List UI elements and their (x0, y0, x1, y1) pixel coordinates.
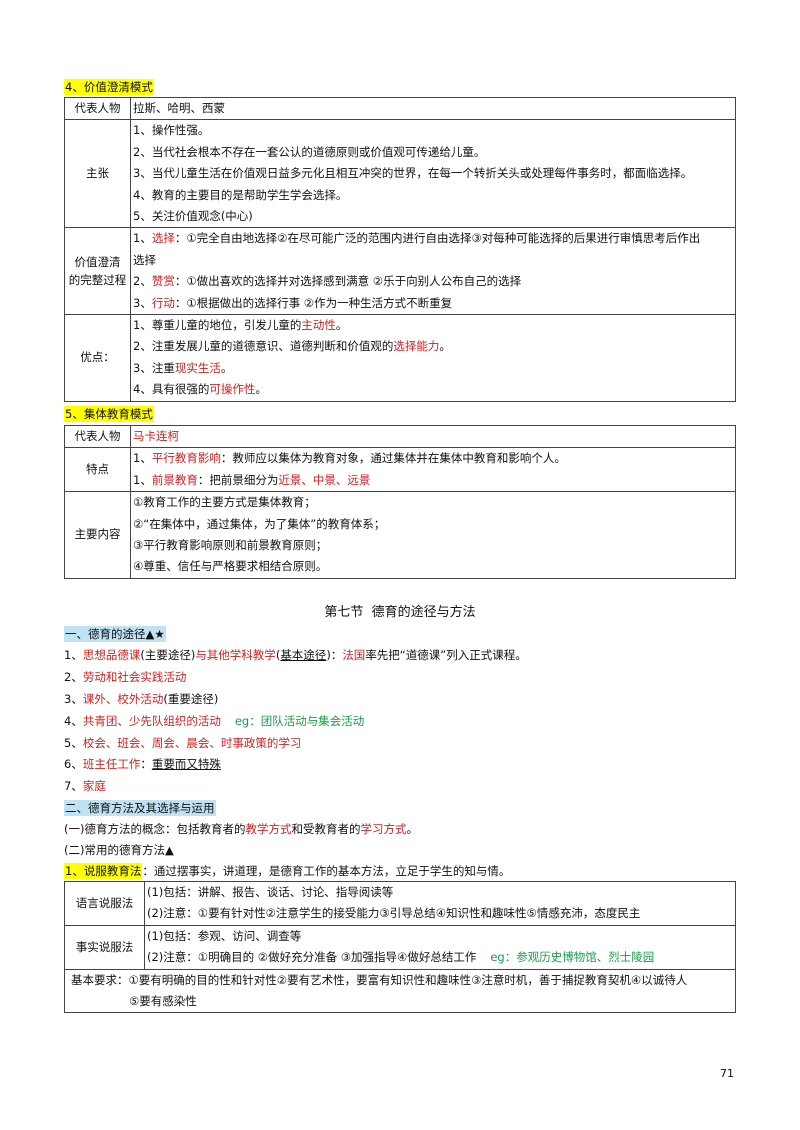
content-cell: ①教育工作的主要方式是集体教育； ②“在集体中，通过集体，为了集体”的教育体系；… (130, 491, 736, 579)
list-item: 6、班主任工作：重要而又特殊 (64, 757, 221, 771)
list-item: 2、注重发展儿童的道德意识、道德判断和价值观的选择能力。 (133, 339, 451, 354)
list-item: ③平行教育影响原则和前景教育原则； (133, 538, 328, 553)
list-item: ④尊重、信任与严格要求相结合原则。 (133, 559, 328, 574)
rep-label: 代表人物 (64, 424, 131, 449)
list-item: ①教育工作的主要方式是集体教育； (133, 495, 316, 510)
rep-value: 拉斯、哈明、西蒙 (130, 96, 736, 121)
persuasion-table: 语言说服法 (1)包括：讲解、报告、谈话、讨论、指导阅读等 (2)注意：①要有针… (64, 881, 736, 1014)
list-item: 选择 (133, 252, 156, 267)
table-row: 基本要求：①要有明确的目的性和针对性②要有艺术性，要富有知识性和趣味性③注意时机… (64, 968, 736, 1014)
rep-label: 代表人物 (64, 96, 131, 121)
content-label: 主要内容 (64, 491, 131, 579)
list-item: 1、思想品德课(主要途径)与其他学科教学(基本途径)：法国率先把“道德课”列入正… (64, 648, 527, 662)
page-number: 71 (720, 1067, 734, 1080)
list-item: 3、行动：①根据做出的选择行事 ②作为一种生活方式不断重复 (133, 295, 453, 310)
value-clarification-table: 代表人物 拉斯、哈明、西蒙 主张 1、操作性强。 2、当代社会根本不存在一套公认… (64, 96, 736, 402)
list-item: (2)注意：①要有针对性②注意学生的接受能力③引导总结④知识性和趣味性⑤情感充沛… (147, 906, 641, 921)
list-item: 3、课外、校外活动(重要途径) (64, 692, 219, 706)
list-item: 1、尊重儿童的地位，引发儿童的主动性。 (133, 318, 348, 333)
basic-requirements: 基本要求：①要有明确的目的性和针对性②要有艺术性，要富有知识性和趣味性③注意时机… (64, 968, 736, 1014)
feature-label: 特点 (64, 447, 131, 493)
list-item: 1、选择：①完全自由地选择②在尽可能广泛的范围内进行自由选择③对每种可能选择的后… (133, 231, 701, 246)
table-row: 优点： 1、尊重儿童的地位，引发儿童的主动性。 2、注重发展儿童的道德意识、道德… (64, 314, 736, 402)
persuasion-line: 1、说服教育法：通过摆事实，讲道理，是德育工作的基本方法，立足于学生的知与情。 (64, 863, 511, 879)
fact-label: 事实说服法 (64, 924, 145, 970)
section-title: 第七节 德育的途径与方法 (324, 605, 476, 620)
list-item: (1)包括：讲解、报告、谈话、讨论、指导阅读等 (147, 885, 394, 899)
list-item: 1、平行教育影响：教师应以集体为教育对象，通过集体并在集体中教育和影响个人。 (133, 451, 566, 466)
table-row: 主要内容 ①教育工作的主要方式是集体教育； ②“在集体中，通过集体，为了集体”的… (64, 491, 736, 579)
section-4-heading: 4、价值澄清模式 (64, 79, 154, 95)
list-item: 4、教育的主要目的是帮助学生学会选择。 (133, 187, 348, 202)
rep-value: 马卡连柯 (130, 424, 736, 449)
process-cell: 1、选择：①完全自由地选择②在尽可能广泛的范围内进行自由选择③对每种可能选择的后… (130, 227, 736, 316)
table-row: 语言说服法 (1)包括：讲解、报告、谈话、讨论、指导阅读等 (2)注意：①要有针… (64, 881, 736, 926)
zhuzhang-label: 主张 (64, 119, 131, 229)
collective-education-table: 代表人物 马卡连柯 特点 1、平行教育影响：教师应以集体为教育对象，通过集体并在… (64, 424, 736, 579)
table-row: 特点 1、平行教育影响：教师应以集体为教育对象，通过集体并在集体中教育和影响个人… (64, 447, 736, 493)
list-item: 1、操作性强。 (133, 123, 210, 138)
table-row: 价值澄清 的完整过程 1、选择：①完全自由地选择②在尽可能广泛的范围内进行自由选… (64, 227, 736, 316)
common-methods-heading: (二)常用的德育方法▲ (64, 843, 174, 857)
table-row: 代表人物 拉斯、哈明、西蒙 (64, 96, 736, 121)
list-item: 2、劳动和社会实践活动 (64, 670, 187, 684)
feature-cell: 1、平行教育影响：教师应以集体为教育对象，通过集体并在集体中教育和影响个人。 1… (130, 447, 736, 493)
concept-line: (一)德育方法的概念：包括教育者的教学方式和受教育者的学习方式。 (64, 822, 418, 836)
list-item: 5、校会、班会、周会、晨会、时事政策的学习 (64, 736, 302, 750)
lang-label: 语言说服法 (64, 881, 145, 926)
list-item: ②“在集体中，通过集体，为了集体”的教育体系； (133, 516, 386, 531)
fact-cell: (1)包括：参观、访问、调查等 (2)注意：①明确目的 ②做好充分准备 ③加强指… (144, 924, 736, 970)
table-row: 事实说服法 (1)包括：参观、访问、调查等 (2)注意：①明确目的 ②做好充分准… (64, 924, 736, 970)
list-item: 3、当代儿童生活在价值观日益多元化且相互冲突的世界，在每一个转折关头或处理每件事… (133, 166, 693, 181)
ways-heading: 一、德育的途径▲★ (64, 626, 166, 642)
lang-cell: (1)包括：讲解、报告、谈话、讨论、指导阅读等 (2)注意：①要有针对性②注意学… (144, 881, 736, 926)
list-item: 1、前景教育：把前景细分为近景、中景、远景 (133, 472, 371, 487)
methods-heading: 二、德育方法及其选择与运用 (64, 800, 216, 816)
table-row: 主张 1、操作性强。 2、当代社会根本不存在一套公认的道德原则或价值观可传递给儿… (64, 119, 736, 229)
list-item: 5、关注价值观念(中心) (133, 209, 253, 224)
list-item: (1)包括：参观、访问、调查等 (147, 928, 302, 943)
zhuzhang-cell: 1、操作性强。 2、当代社会根本不存在一套公认的道德原则或价值观可传递给儿童。 … (130, 119, 736, 229)
list-item: 7、家庭 (64, 779, 106, 793)
adv-label: 优点： (64, 314, 131, 402)
table-row: 代表人物 马卡连柯 (64, 424, 736, 449)
list-item: 4、具有很强的可操作性。 (133, 382, 267, 397)
adv-cell: 1、尊重儿童的地位，引发儿童的主动性。 2、注重发展儿童的道德意识、道德判断和价… (130, 314, 736, 402)
section-5-heading: 5、集体教育模式 (64, 406, 154, 422)
list-item: 3、注重现实生活。 (133, 360, 233, 375)
process-label: 价值澄清 的完整过程 (64, 227, 131, 316)
list-item: 2、赞赏：①做出喜欢的选择并对选择感到满意 ②乐于向别人公布自己的选择 (133, 274, 522, 289)
list-item: 2、当代社会根本不存在一套公认的道德原则或价值观可传递给儿童。 (133, 144, 486, 159)
